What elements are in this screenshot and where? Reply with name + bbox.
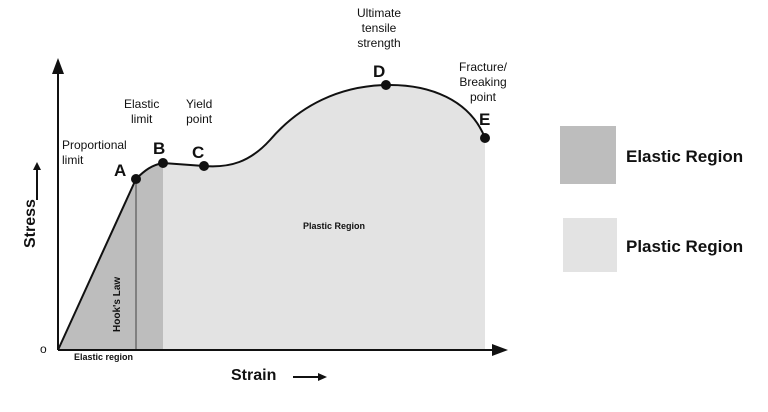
elastic-region-fill: [58, 163, 163, 350]
strain-arrow-head: [318, 373, 327, 381]
point-b-label: B: [153, 139, 166, 158]
point-a-marker: [131, 174, 141, 184]
stress-arrow-head: [33, 162, 41, 170]
ultimate-tensile-strength-label: Ultimate tensile strength: [357, 6, 402, 50]
y-axis-title: Stress: [22, 199, 39, 248]
hooks-law-label: Hook's Law: [112, 276, 123, 332]
fracture-point-label: Fracture/ Breaking point: [459, 60, 508, 104]
elastic-limit-label: Elastic limit: [124, 97, 160, 126]
elastic-region-axis-label: Elastic region: [74, 352, 134, 362]
origin-label: o: [40, 342, 47, 356]
proportional-limit-label: Proportional limit: [62, 138, 127, 167]
point-a-label: A: [114, 161, 127, 180]
plastic-region-fill: [163, 84, 485, 351]
stress-strain-curve: [57, 83, 486, 351]
plastic-region-inline-label: Plastic Region: [303, 221, 366, 231]
point-d-marker: [381, 80, 391, 90]
y-axis-arrowhead: [52, 58, 64, 74]
point-b-marker: [158, 158, 168, 168]
legend-plastic-swatch: [563, 218, 617, 272]
point-e-label: E: [479, 110, 491, 129]
point-d-label: D: [373, 62, 386, 81]
legend-plastic-label: Plastic Region: [626, 237, 744, 256]
yield-point-label: Yield point: [186, 97, 213, 126]
point-c-label: C: [192, 143, 205, 162]
x-axis-arrowhead: [492, 344, 508, 356]
point-c-marker: [199, 161, 209, 171]
legend-elastic-label: Elastic Region: [626, 147, 744, 166]
x-axis-title: Strain: [231, 367, 277, 384]
legend-elastic-swatch: [560, 126, 616, 184]
point-e-marker: [480, 133, 490, 143]
